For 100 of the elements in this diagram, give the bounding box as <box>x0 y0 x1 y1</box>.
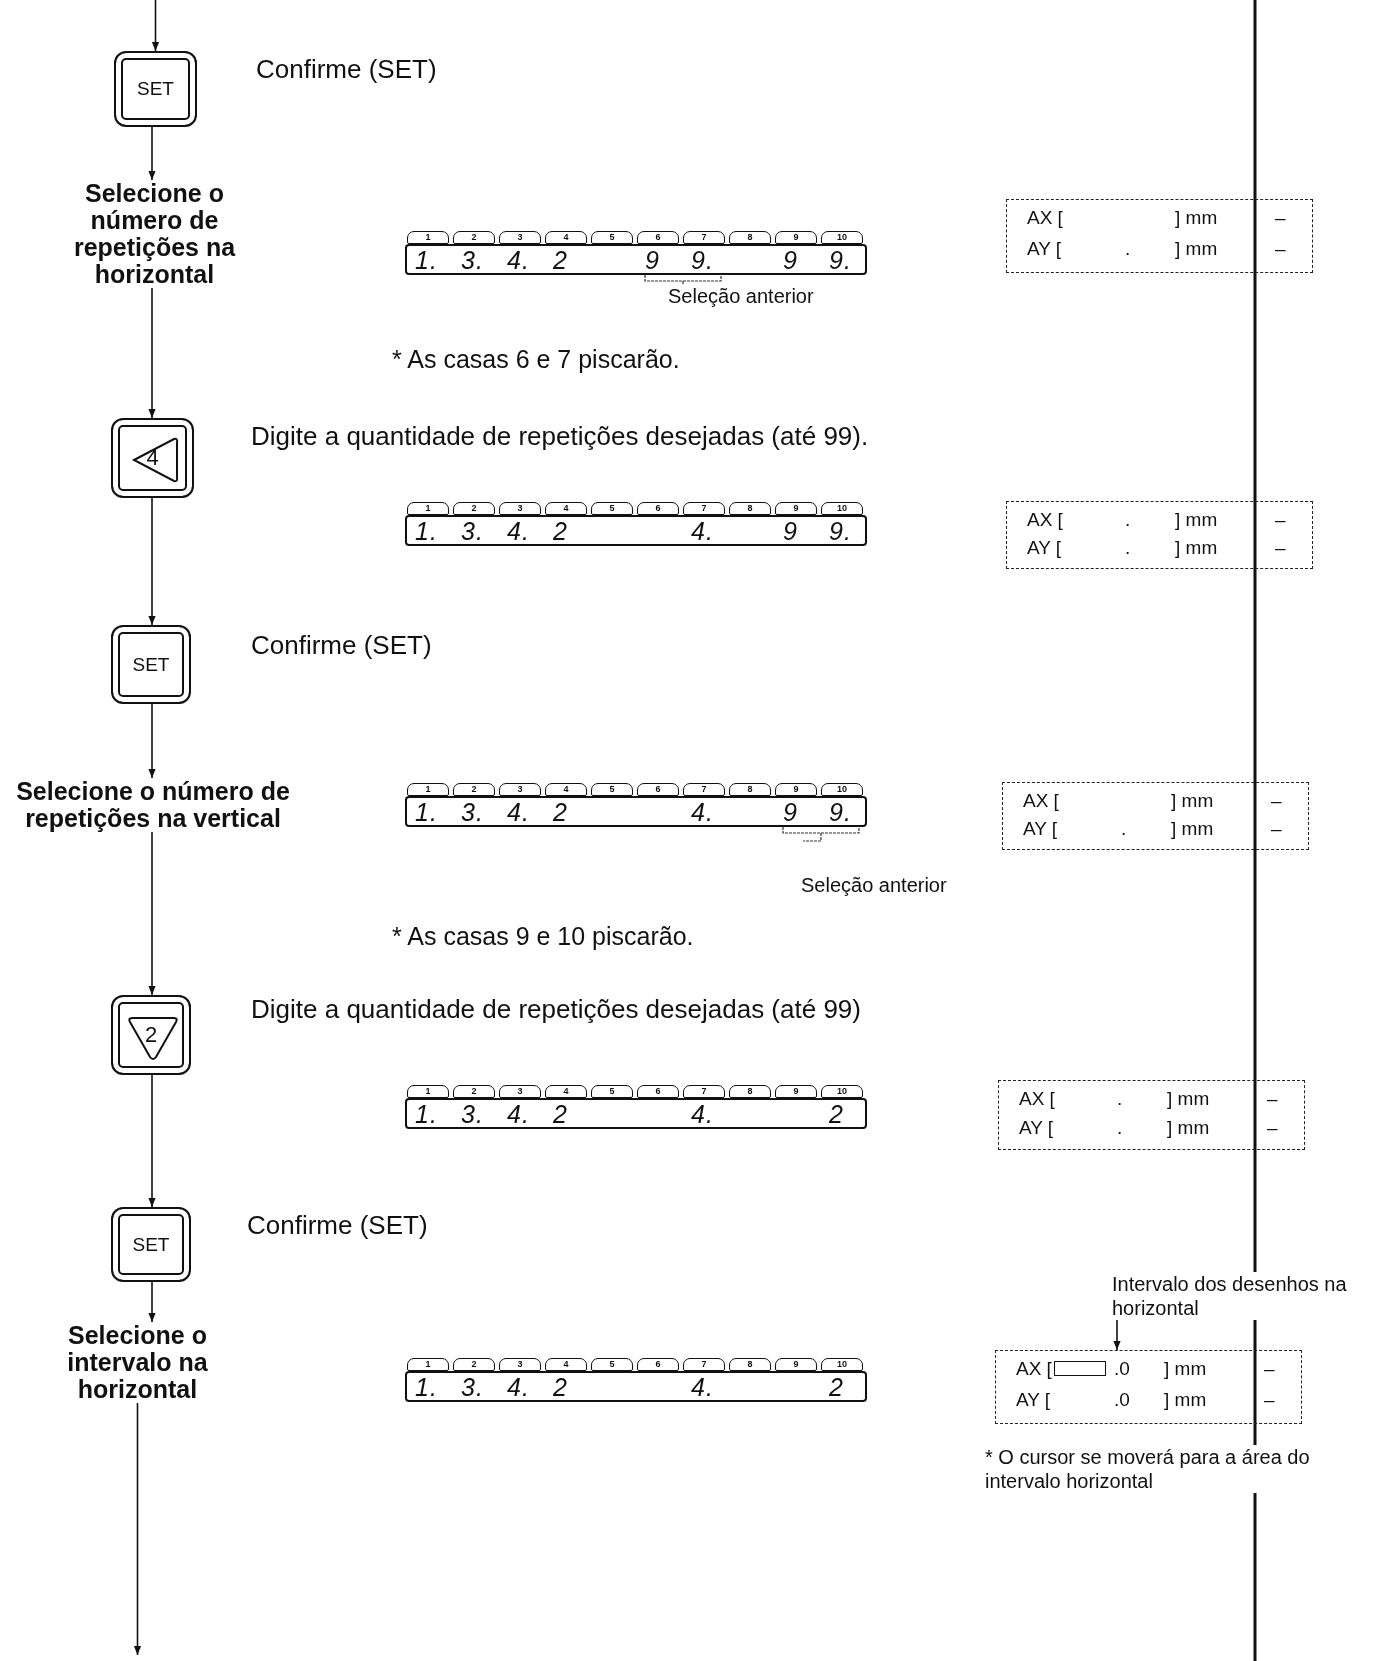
panel-text: . <box>1117 1088 1123 1110</box>
panel-text: – <box>1275 238 1286 260</box>
panel-text: – <box>1264 1358 1275 1380</box>
position-tab: 6 <box>637 502 679 515</box>
panel-text: AY [ <box>1023 818 1058 840</box>
panel-text: ] mm <box>1164 1389 1207 1411</box>
flow-arrow <box>148 703 156 779</box>
display-digit: 4. <box>507 799 530 825</box>
panel-text: AX [ <box>1019 1088 1055 1110</box>
panel-text: – <box>1275 537 1286 559</box>
panel-text: . <box>1117 1117 1123 1139</box>
position-tab: 7 <box>683 1358 725 1371</box>
panel-text: AY [ <box>1019 1117 1054 1139</box>
panel-text: – <box>1271 790 1282 812</box>
position-tab: 4 <box>545 1085 587 1098</box>
panel-text: ] mm <box>1171 818 1214 840</box>
position-tab: 1 <box>407 231 449 244</box>
display-digit: 2 <box>553 518 568 544</box>
panel-text: ] mm <box>1175 537 1218 559</box>
position-tab: 2 <box>453 1085 495 1098</box>
position-tab: 3 <box>499 1085 541 1098</box>
display-digit: 3. <box>461 1101 484 1127</box>
position-tab: 5 <box>591 1358 633 1371</box>
display-digit: 1. <box>415 518 438 544</box>
position-tab: 3 <box>499 502 541 515</box>
panel-text: .0 <box>1114 1389 1130 1411</box>
display-digit: 9. <box>829 518 852 544</box>
selection-note: Seleção anterior <box>668 284 814 308</box>
position-tab: 3 <box>499 1358 541 1371</box>
panel-text: ] mm <box>1175 207 1218 229</box>
panel-text: . <box>1125 509 1131 531</box>
display-digit: 2 <box>553 247 568 273</box>
position-tab: 5 <box>591 783 633 796</box>
position-tab: 1 <box>407 1085 449 1098</box>
panel-text: – <box>1275 509 1286 531</box>
position-tab: 2 <box>453 1358 495 1371</box>
display-digit: 1. <box>415 1101 438 1127</box>
display-digit: 3. <box>461 1374 484 1400</box>
position-tab: 10 <box>821 1085 863 1098</box>
flow-arrow <box>133 1402 142 1656</box>
position-tab: 6 <box>637 231 679 244</box>
display-digit: 9. <box>829 799 852 825</box>
panel-text: . <box>1125 537 1131 559</box>
readout-panel <box>1006 501 1313 569</box>
readout-panel <box>998 1080 1305 1150</box>
panel-text: AX [ <box>1023 790 1059 812</box>
panel-text: AY [ <box>1027 238 1062 260</box>
panel-text: ] mm <box>1167 1117 1210 1139</box>
position-tab: 7 <box>683 231 725 244</box>
position-tab: 7 <box>683 1085 725 1098</box>
display-digit: 1. <box>415 247 438 273</box>
position-tab: 1 <box>407 1358 449 1371</box>
panel-text: – <box>1264 1389 1275 1411</box>
flow-arrow <box>151 0 160 52</box>
position-tab: 10 <box>821 1358 863 1371</box>
position-tab: 1 <box>407 502 449 515</box>
display-digit: 4. <box>691 518 714 544</box>
flow-arrow <box>148 1281 156 1323</box>
keypad-key: SET <box>114 51 197 127</box>
position-tab: 6 <box>637 1358 679 1371</box>
note-text: * As casas 9 e 10 piscarão. <box>392 921 694 951</box>
position-tab: 9 <box>775 1085 817 1098</box>
position-tab: 8 <box>729 231 771 244</box>
display-digit: 3. <box>461 247 484 273</box>
display-digit: 9 <box>783 799 798 825</box>
position-tab: 1 <box>407 783 449 796</box>
position-tab: 4 <box>545 783 587 796</box>
keypad-key: 2 <box>111 995 191 1075</box>
readout-panel <box>995 1350 1302 1424</box>
display-digit: 4. <box>691 1374 714 1400</box>
position-tab: 9 <box>775 783 817 796</box>
readout-panel <box>1002 782 1309 850</box>
display-digit: 2 <box>829 1374 844 1400</box>
panel-text: – <box>1271 818 1282 840</box>
panel-text: – <box>1267 1088 1278 1110</box>
position-tab: 10 <box>821 783 863 796</box>
position-tab: 8 <box>729 783 771 796</box>
display-digit: 9. <box>829 247 852 273</box>
display-digit: 2 <box>553 1101 568 1127</box>
position-tab: 2 <box>453 231 495 244</box>
display-digit: 9 <box>783 247 798 273</box>
flow-arrow <box>148 287 156 419</box>
display-digit: 2 <box>553 799 568 825</box>
position-tab: 3 <box>499 231 541 244</box>
display-digit: 4. <box>691 799 714 825</box>
display-digit: 1. <box>415 799 438 825</box>
position-tab: 7 <box>683 783 725 796</box>
position-tab: 5 <box>591 1085 633 1098</box>
display-digit: 9. <box>691 247 714 273</box>
panel-text: AY [ <box>1016 1389 1051 1411</box>
position-tab: 8 <box>729 1358 771 1371</box>
panel-text: . <box>1125 238 1131 260</box>
display-digit: 4. <box>507 1101 530 1127</box>
panel-text: ] mm <box>1167 1088 1210 1110</box>
panel-text: AX [ <box>1027 207 1063 229</box>
position-tab: 3 <box>499 783 541 796</box>
readout-panel <box>1006 199 1313 273</box>
position-tab: 2 <box>453 502 495 515</box>
position-tab: 9 <box>775 502 817 515</box>
position-tab: 10 <box>821 231 863 244</box>
